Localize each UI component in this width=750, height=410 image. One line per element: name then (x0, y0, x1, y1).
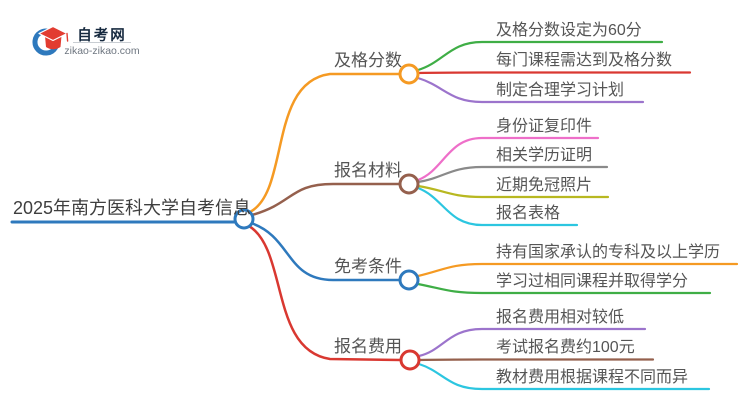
leaf-label-low-fee[interactable]: 报名费用相对较低 (496, 309, 625, 326)
leaf-line-photo (416, 184, 610, 199)
leaf-line-textbook-fee (417, 362, 711, 391)
logo-domain: zikao-zikao.com (64, 45, 140, 57)
branch-node-circle-fees[interactable] (399, 349, 421, 371)
leaf-label-textbook-fee[interactable]: 教材费用根据课程不同而异 (496, 369, 689, 386)
tassel-icon (66, 32, 69, 42)
leaf-line-id-copy (416, 136, 600, 182)
graduation-cap-icon (38, 25, 68, 42)
leaf-label-diploma-proof[interactable]: 相关学历证明 (496, 147, 593, 164)
logo-divider (73, 42, 131, 43)
branch-curve-passing-score (248, 72, 402, 214)
leaf-line-same-course-credit (416, 282, 712, 295)
leaf-line-recognized-degree (416, 262, 739, 278)
leaf-label-same-course-credit[interactable]: 学习过相同课程并取得学分 (496, 273, 689, 290)
leaf-label-pass-60[interactable]: 及格分数设定为60分 (496, 22, 642, 39)
leaf-line-low-fee (417, 327, 647, 358)
leaf-line-each-course (416, 71, 692, 75)
logo[interactable]: 自考网 zikao-zikao.com (32, 20, 142, 64)
branch-node-circle-passing-score[interactable] (398, 63, 420, 85)
branch-label-exemption[interactable]: 免考条件 (334, 257, 402, 276)
graduation-cap-base (45, 36, 62, 50)
branch-curve-materials (250, 182, 402, 217)
branch-node-circle-exemption[interactable] (398, 269, 420, 291)
leaf-line-exam-fee-100 (417, 358, 655, 362)
branch-curve-exemption (249, 221, 402, 282)
branch-curve-fees (247, 224, 403, 362)
root-label[interactable]: 2025年南方医科大学自考信息 (13, 198, 252, 218)
leaf-label-recognized-degree[interactable]: 持有国家承认的专科及以上学历 (496, 244, 721, 261)
root-node-circle[interactable] (233, 208, 255, 230)
leaf-label-id-copy[interactable]: 身份证复印件 (496, 118, 593, 135)
logo-title: 自考网 (77, 28, 127, 44)
leaf-line-diploma-proof (416, 165, 609, 184)
leaf-label-each-course[interactable]: 每门课程需达到及格分数 (496, 52, 673, 69)
logo-mark (32, 25, 69, 56)
leaf-label-exam-fee-100[interactable]: 考试报名费约100元 (496, 339, 635, 356)
branch-label-passing-score[interactable]: 及格分数 (334, 51, 402, 70)
leaf-label-form[interactable]: 报名表格 (496, 205, 561, 222)
leaf-line-form (416, 186, 579, 227)
leaf-line-pass-60 (416, 40, 664, 72)
branch-node-circle-materials[interactable] (398, 173, 420, 195)
leaf-line-study-plan (416, 76, 645, 104)
branch-label-materials[interactable]: 报名材料 (334, 161, 402, 180)
leaf-label-study-plan[interactable]: 制定合理学习计划 (496, 82, 625, 99)
leaf-label-photo[interactable]: 近期免冠照片 (496, 177, 593, 194)
branch-label-fees[interactable]: 报名费用 (334, 337, 402, 356)
